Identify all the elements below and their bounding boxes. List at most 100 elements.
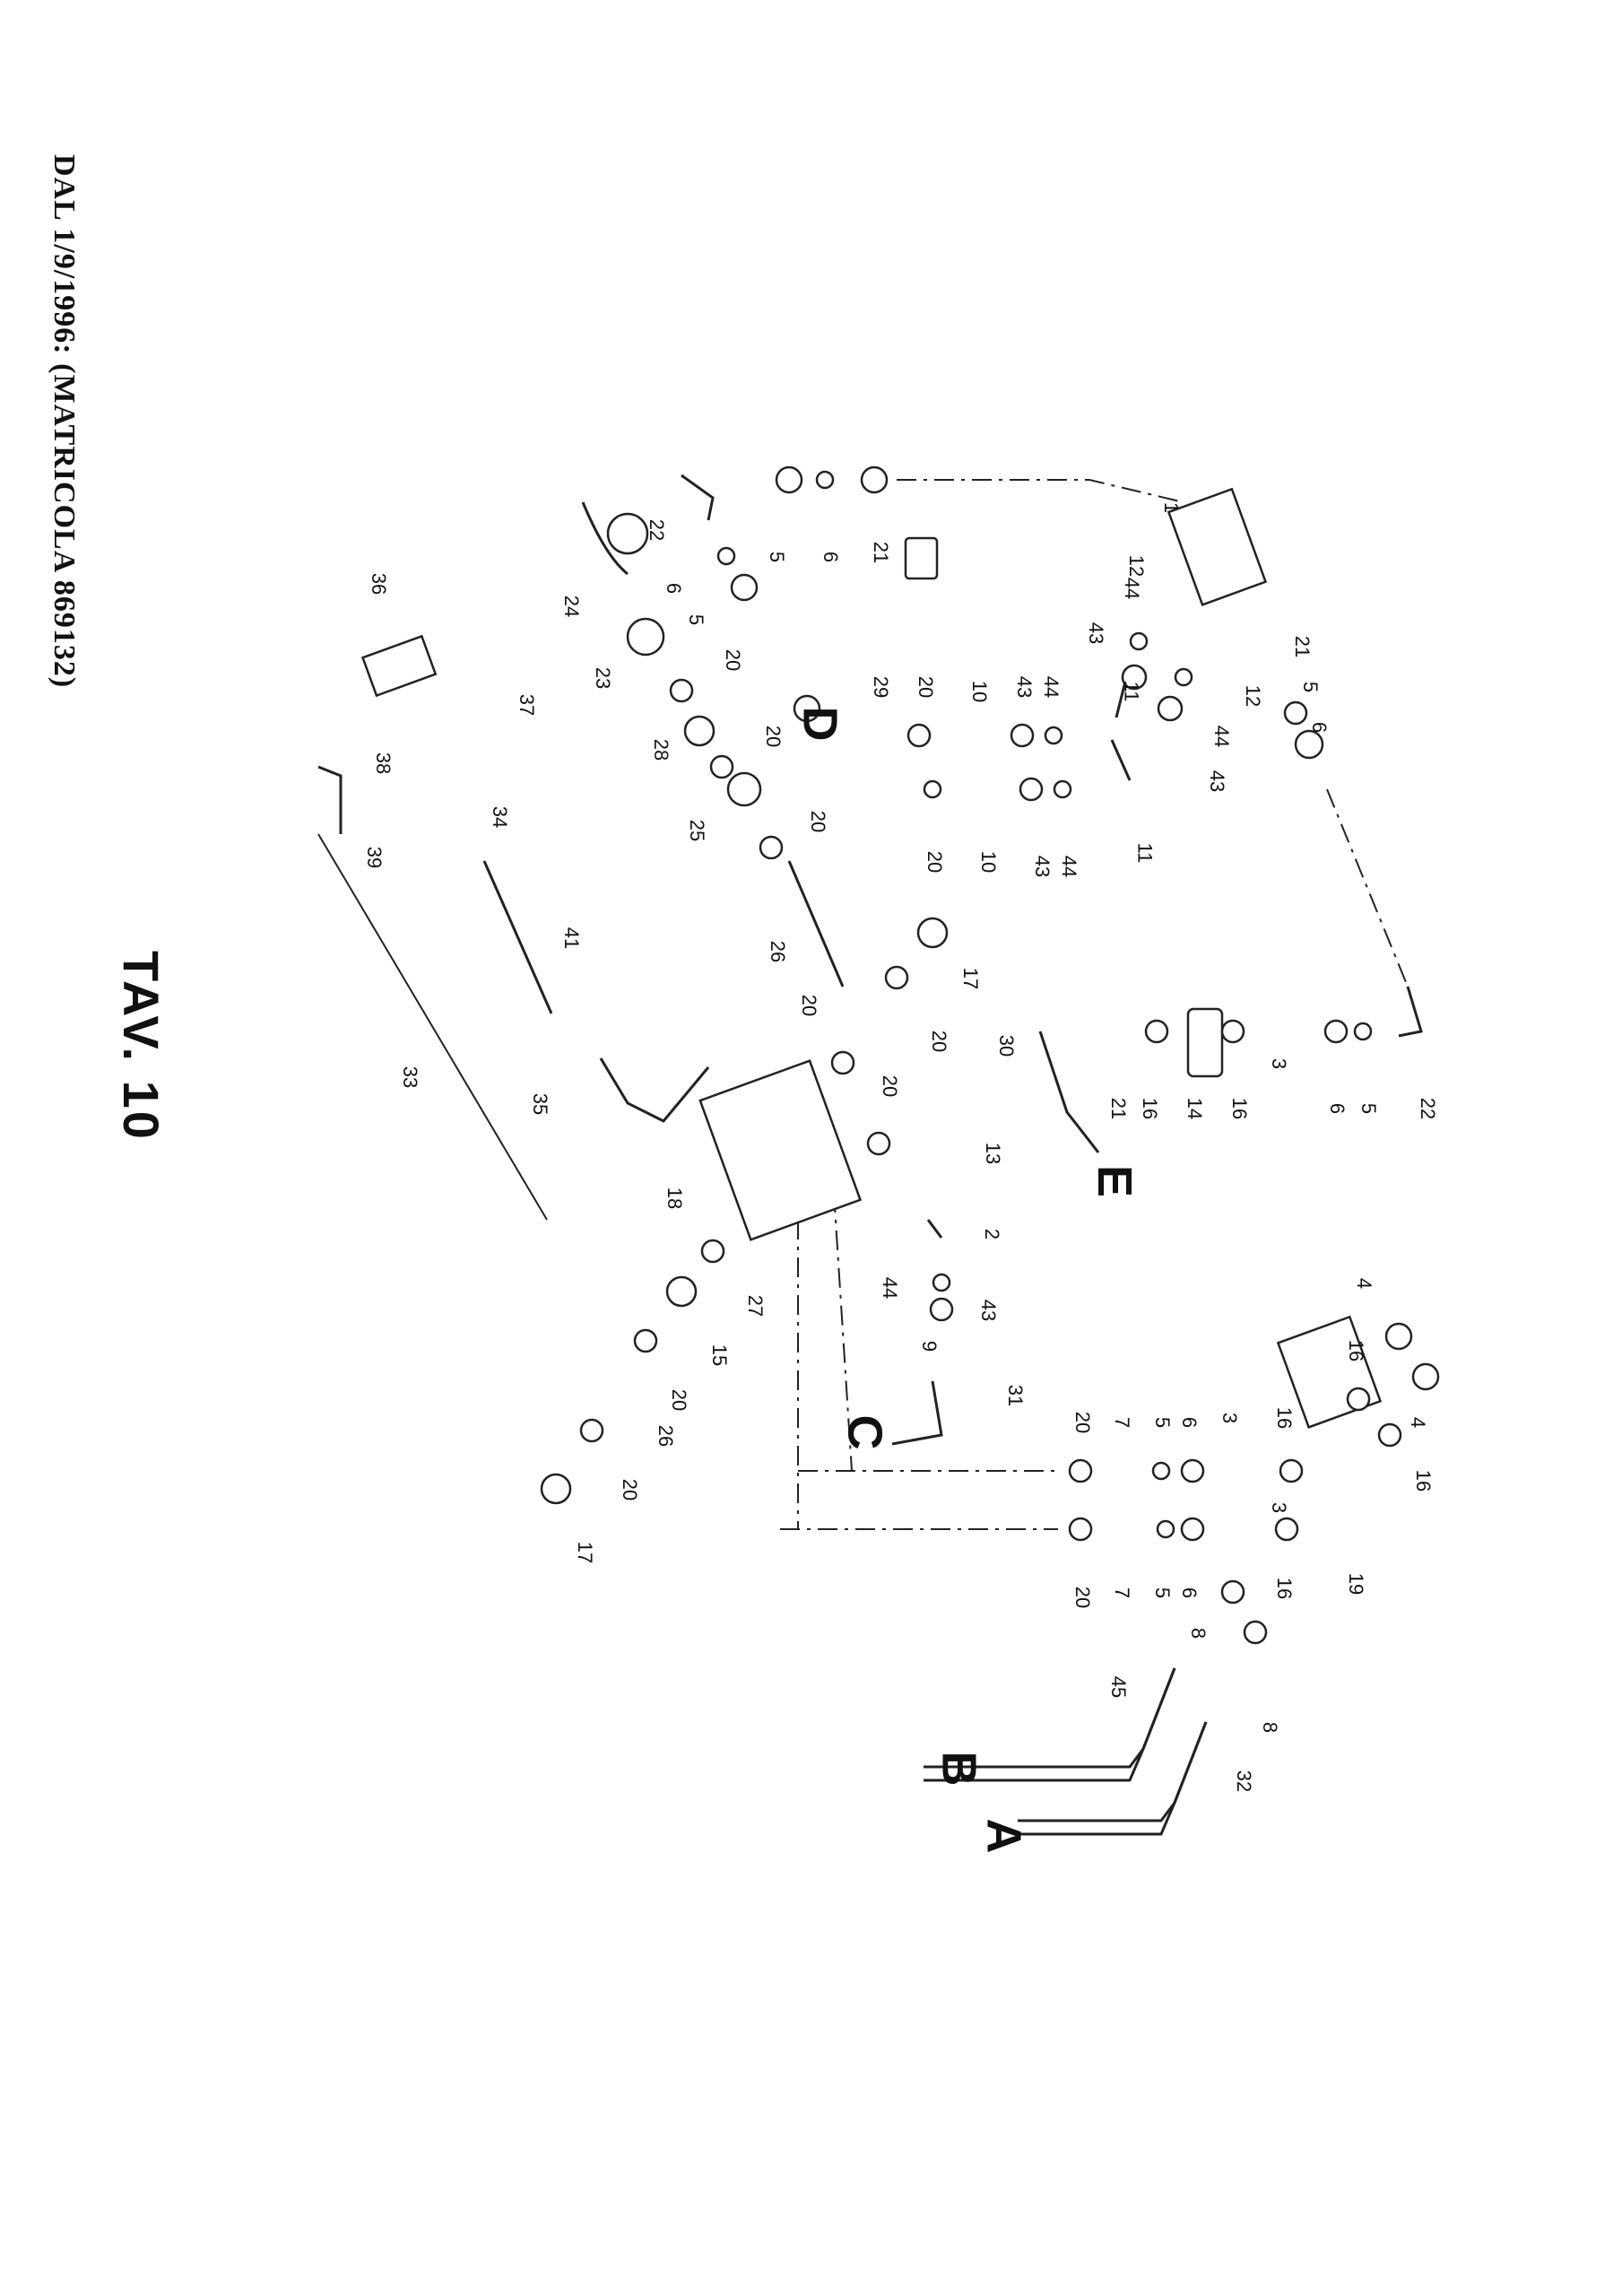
nut-6d — [1323, 1019, 1349, 1044]
part-label-32: 32 — [1233, 1770, 1256, 1793]
nut-6e — [1180, 1458, 1205, 1483]
pipe-32-a — [1018, 1721, 1208, 1822]
part-label-20j: 20 — [1071, 1586, 1095, 1609]
part-label-3b: 3 — [1268, 1501, 1291, 1514]
part-label-44d: 44 — [1058, 855, 1081, 878]
part-label-11b: 11 — [1133, 842, 1157, 864]
washer-16b — [1220, 1019, 1245, 1044]
washer-43b — [1157, 695, 1184, 722]
part-label-5: 5 — [766, 551, 789, 563]
part-label-6c: 6 — [1308, 721, 1331, 734]
part-label-4: 4 — [1353, 1277, 1376, 1290]
washer-20c — [669, 678, 694, 703]
valve-block-1 — [1167, 487, 1268, 606]
nut-5c — [1283, 700, 1308, 726]
part-label-9: 9 — [918, 1340, 941, 1352]
part-label-20b: 20 — [762, 725, 785, 748]
part-label-36: 36 — [368, 572, 391, 596]
part-label-6: 6 — [820, 551, 843, 563]
part-label-16d: 16 — [1412, 1469, 1436, 1492]
part-label-43e: 43 — [977, 1299, 1001, 1322]
washer-16f — [1274, 1517, 1299, 1542]
part-label-44e: 44 — [879, 1276, 902, 1300]
part-label-20k: 20 — [668, 1388, 691, 1412]
washer-16d — [1377, 1422, 1402, 1448]
part-label-5f: 5 — [1151, 1587, 1175, 1599]
part-label-45: 45 — [1107, 1675, 1131, 1699]
plug-15 — [665, 1275, 698, 1308]
pipe-32-a-2 — [1018, 1721, 1208, 1836]
part-label-6b: 6 — [663, 582, 686, 595]
ring-44c — [1044, 726, 1063, 745]
washer-16a — [1144, 1019, 1169, 1044]
part-label-20a: 20 — [722, 648, 745, 672]
fitting-28 — [683, 715, 716, 747]
part-label-13: 13 — [982, 1142, 1005, 1165]
part-label-21c: 21 — [1107, 1097, 1131, 1120]
ring-5f — [1156, 1519, 1175, 1539]
part-label-43c: 43 — [1013, 675, 1037, 699]
part-label-28: 28 — [650, 738, 673, 761]
elbow-2 — [926, 1219, 943, 1239]
part-label-6e: 6 — [1178, 1416, 1201, 1429]
part-label-44b: 44 — [1210, 725, 1234, 748]
washer-20i — [1068, 1458, 1093, 1483]
washer-16e — [1279, 1458, 1304, 1483]
part-label-3c: 3 — [1219, 1412, 1242, 1424]
connection-letter-e: E — [1088, 1164, 1142, 1198]
elbow-22 — [681, 474, 715, 521]
ring-44e — [932, 1273, 951, 1292]
washer-20a — [906, 723, 932, 748]
part-label-29: 29 — [870, 675, 893, 699]
pipe-45-b-2 — [924, 1667, 1176, 1782]
part-label-8: 8 — [1187, 1627, 1210, 1639]
part-label-8b: 8 — [1259, 1721, 1282, 1734]
part-label-22b: 22 — [1417, 1097, 1440, 1120]
part-label-43b: 43 — [1206, 770, 1229, 793]
part-label-4b: 4 — [1407, 1416, 1430, 1429]
knob-24 — [606, 512, 649, 555]
washer-27 — [700, 1239, 725, 1264]
part-label-7: 7 — [1111, 1416, 1134, 1429]
bracket-39 — [317, 765, 343, 834]
nut-43d — [1019, 777, 1044, 802]
part-label-26b: 26 — [655, 1424, 678, 1448]
part-label-1: 1 — [1160, 501, 1184, 514]
part-label-41: 41 — [560, 926, 584, 950]
cable-41 — [482, 860, 553, 1014]
washer-20g — [830, 1050, 855, 1075]
part-label-22: 22 — [646, 518, 669, 542]
part-label-38: 38 — [372, 752, 395, 775]
part-label-20c: 20 — [807, 810, 830, 833]
part-label-6f: 6 — [1178, 1587, 1201, 1599]
pipe-30 — [1038, 1031, 1100, 1153]
ring-44 — [1129, 631, 1149, 651]
connection-letter-a: A — [976, 1818, 1031, 1854]
part-label-16c: 16 — [1345, 1339, 1368, 1362]
part-label-5e: 5 — [1151, 1416, 1175, 1429]
ring-44d — [1053, 779, 1072, 799]
assembly-line-vertical-2 — [833, 1192, 853, 1472]
ring-6c — [1294, 729, 1324, 760]
distributor-block-18 — [698, 1059, 863, 1241]
part-label-6d: 6 — [1326, 1102, 1349, 1115]
part-label-37: 37 — [516, 693, 539, 717]
nut-5b — [730, 573, 759, 602]
part-label-5d: 5 — [1357, 1102, 1381, 1115]
connection-letter-b: B — [932, 1751, 986, 1787]
leader-33 — [317, 833, 548, 1221]
part-label-39: 39 — [363, 846, 386, 869]
part-label-7b: 7 — [1111, 1587, 1134, 1599]
part-label-16: 16 — [1139, 1097, 1162, 1120]
part-label-26: 26 — [767, 940, 790, 963]
elbow-11b — [1115, 681, 1127, 718]
connection-letter-c: C — [837, 1414, 892, 1450]
washer-20d — [709, 754, 734, 779]
washer-20f — [884, 965, 909, 990]
part-label-20f: 20 — [928, 1030, 951, 1053]
washer-20h — [866, 1131, 891, 1156]
screw-4b — [1411, 1362, 1440, 1391]
part-label-24: 24 — [560, 595, 584, 618]
